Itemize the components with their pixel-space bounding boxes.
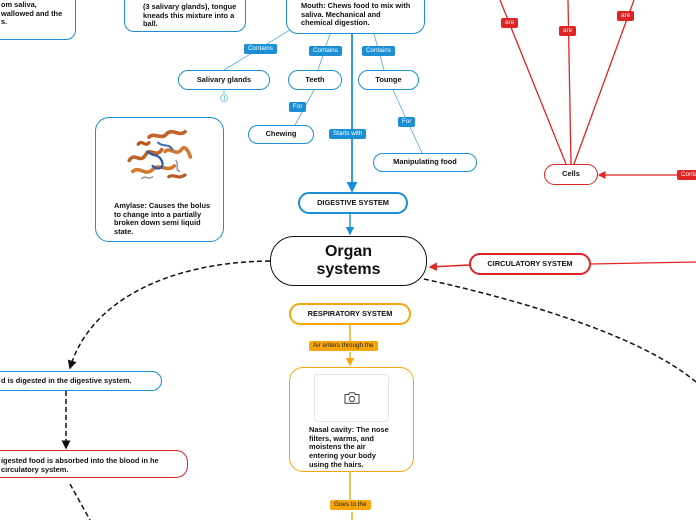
mouth-node[interactable]: Mouth: Chews food to mix with saliva. Me… [286, 0, 425, 34]
for-tag-manipulating: For [398, 117, 416, 128]
camera-icon [344, 392, 360, 404]
protein-structure-image [127, 129, 193, 180]
digestive-note-left: om saliva, wallowed and the s. [0, 0, 76, 40]
respiratory-system-node[interactable]: RESPIRATORY SYSTEM [289, 303, 411, 325]
contains-tag-salivary: Contains [244, 44, 277, 55]
chewing-node[interactable]: Chewing [248, 125, 314, 144]
contains-tag-teeth: Contains [309, 46, 342, 57]
contains-tag-cells: Conta [677, 170, 696, 181]
contains-tag-tongue: Contains [362, 46, 395, 57]
teeth-node[interactable]: Teeth [288, 70, 342, 90]
absorbed-node[interactable]: igested food is absorbed into the blood … [0, 450, 188, 478]
air-enters-tag: Air enters through the [309, 341, 378, 352]
starts-with-tag: Starts with [329, 129, 367, 140]
salivary-glands-node[interactable]: Salivary glands [178, 70, 270, 90]
nasal-cavity-node[interactable]: Nasal cavity: The nose filters, warms, a… [289, 367, 414, 472]
are-tag-2: are [559, 26, 577, 37]
are-tag-1: are [501, 18, 519, 29]
amylase-node[interactable]: Amylase: Causes the bolus to change into… [95, 117, 224, 242]
collapse-toggle-icon[interactable] [220, 94, 228, 102]
image-placeholder [314, 374, 389, 422]
nasal-cavity-text: Nasal cavity: The nose filters, warms, a… [309, 425, 389, 469]
digestive-system-node[interactable]: DIGESTIVE SYSTEM [298, 192, 408, 214]
circulatory-system-node[interactable]: CIRCULATORY SYSTEM [469, 253, 591, 275]
are-tag-3: are [617, 11, 635, 22]
digested-node[interactable]: d is digested in the digestive system. [0, 371, 162, 391]
goes-to-tag: Goes to the [330, 500, 371, 511]
digestive-note-middle: (3 salivary glands), tongue kneads this … [124, 0, 246, 32]
amylase-text: Amylase: Causes the bolus to change into… [114, 201, 211, 237]
manipulating-food-node[interactable]: Manipulating food [373, 153, 477, 172]
central-node[interactable]: Organ systems [270, 236, 427, 286]
cells-node[interactable]: Cells [544, 164, 598, 185]
for-tag-chewing: For [289, 102, 307, 113]
tongue-node[interactable]: Tounge [358, 70, 419, 90]
